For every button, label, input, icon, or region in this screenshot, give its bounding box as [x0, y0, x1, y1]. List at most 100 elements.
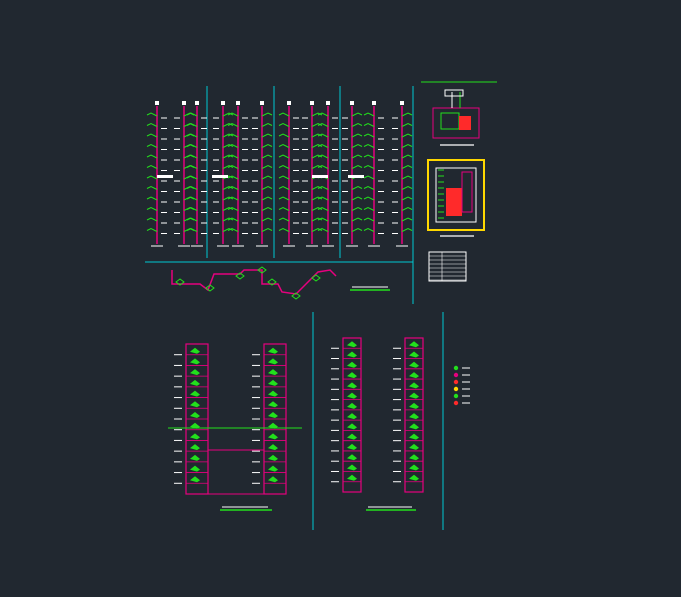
riser-branch	[222, 196, 234, 201]
fixture-group-icon	[409, 351, 419, 358]
fixture-group-icon	[190, 433, 200, 440]
fixture-group-icon	[190, 369, 200, 376]
riser-branch	[227, 164, 239, 169]
fixture-group-icon	[268, 369, 278, 376]
riser-branch	[317, 185, 329, 190]
riser-branch	[146, 143, 158, 148]
riser-branch	[278, 175, 290, 180]
riser-branch	[363, 227, 375, 232]
riser-branch	[363, 143, 375, 148]
riser-branch	[351, 133, 363, 138]
riser-mid-label	[157, 175, 173, 178]
riser-top-cap	[400, 101, 404, 105]
riser-top-cap	[260, 101, 264, 105]
riser-mid-label	[348, 175, 364, 178]
fixture-group-icon	[347, 454, 357, 461]
tower-outline	[342, 337, 362, 493]
riser-mid-label	[312, 175, 328, 178]
riser-branch	[351, 206, 363, 211]
riser-branch	[351, 185, 363, 190]
fixture-group-icon	[190, 444, 200, 451]
riser-branch	[261, 112, 273, 117]
room-inner	[435, 167, 477, 223]
riser-branch	[227, 154, 239, 159]
fixture-group-icon	[409, 402, 419, 409]
symbol-legend[interactable]	[453, 365, 470, 406]
riser-branch	[401, 206, 413, 211]
riser-branch	[261, 206, 273, 211]
riser-branch	[227, 143, 239, 148]
riser-branch	[186, 217, 198, 222]
riser-branch	[261, 154, 273, 159]
riser-branch	[146, 175, 158, 180]
legend-table[interactable]	[428, 251, 467, 282]
pipe-fitting-icon	[175, 278, 185, 286]
floor-plans[interactable]	[168, 337, 424, 511]
riser-branch	[278, 206, 290, 211]
riser-branch	[351, 122, 363, 127]
riser-branch	[278, 154, 290, 159]
riser-diagrams[interactable]	[146, 101, 413, 247]
riser-branch	[227, 185, 239, 190]
fixture-group-icon	[409, 454, 419, 461]
riser-branch	[186, 206, 198, 211]
legend-symbol-icon	[453, 372, 459, 378]
tank-unit	[459, 116, 471, 130]
fixture-group-icon	[347, 423, 357, 430]
table-frame	[428, 251, 467, 282]
boiler-unit	[446, 188, 462, 216]
riser-top-cap	[236, 101, 240, 105]
riser-branch	[363, 154, 375, 159]
riser-branch	[186, 175, 198, 180]
riser-branch	[261, 185, 273, 190]
riser-top-cap	[310, 101, 314, 105]
riser-top-cap	[287, 101, 291, 105]
riser-branch	[351, 112, 363, 117]
riser-branch	[186, 196, 198, 201]
riser-branch	[222, 164, 234, 169]
riser-branch	[363, 196, 375, 201]
riser-branch	[317, 143, 329, 148]
riser-branch	[363, 217, 375, 222]
riser-branch	[261, 133, 273, 138]
fixture-group-icon	[347, 474, 357, 481]
riser-branch	[186, 164, 198, 169]
riser-branch	[363, 112, 375, 117]
riser-top-cap	[350, 101, 354, 105]
horizontal-pipe-run[interactable]	[171, 266, 390, 300]
riser-branch	[227, 112, 239, 117]
riser-branch	[222, 227, 234, 232]
riser-branch	[227, 133, 239, 138]
riser-top-cap	[195, 101, 199, 105]
riser-branch	[311, 154, 323, 159]
fixture-group-icon	[190, 454, 200, 461]
riser-branch	[317, 133, 329, 138]
fixture-group-icon	[268, 422, 278, 429]
riser-branch	[401, 185, 413, 190]
equipment-room-plan[interactable]	[427, 89, 485, 237]
fixture-group-icon	[409, 433, 419, 440]
riser-branch	[363, 122, 375, 127]
legend-symbol-icon	[453, 365, 459, 371]
riser-branch	[222, 112, 234, 117]
riser-branch	[311, 227, 323, 232]
riser-branch	[261, 196, 273, 201]
fixture-group-icon	[347, 433, 357, 440]
pump-unit	[440, 112, 460, 130]
legend-symbol-icon	[453, 400, 459, 406]
riser-branch	[146, 112, 158, 117]
fixture-group-icon	[190, 347, 200, 354]
fixture-group-icon	[347, 361, 357, 368]
riser-branch	[227, 175, 239, 180]
riser-branch	[311, 112, 323, 117]
riser-branch	[146, 185, 158, 190]
fixture-group-icon	[190, 465, 200, 472]
riser-branch	[401, 217, 413, 222]
pipe-fitting-icon	[311, 274, 321, 282]
riser-branch	[401, 112, 413, 117]
pipe-fitting-icon	[257, 266, 267, 274]
fixture-group-icon	[268, 454, 278, 461]
riser-branch	[311, 143, 323, 148]
